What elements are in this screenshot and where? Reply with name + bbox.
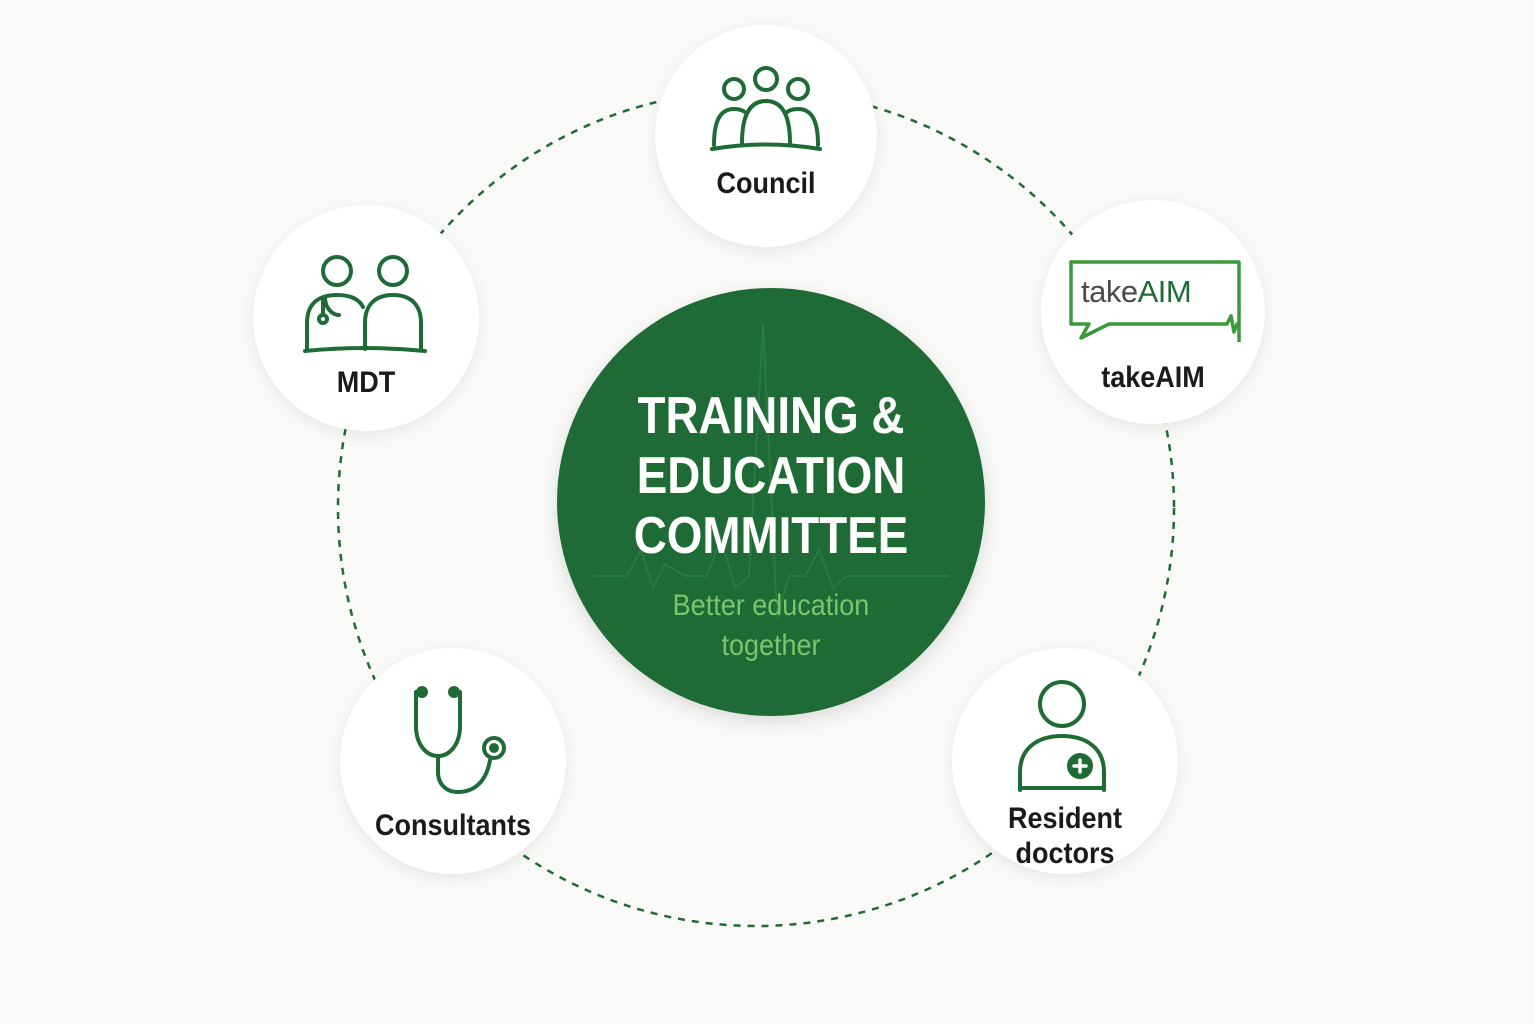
group-icon — [710, 66, 822, 151]
node-resident-doctors-label-line: doctors — [1015, 837, 1115, 870]
hub-tagline-line: together — [721, 629, 821, 662]
hub-title: TRAINING & EDUCATION COMMITTEE — [583, 386, 960, 566]
hub-title-line: TRAINING & — [637, 387, 905, 445]
takeaim-wordmark-aim: AIM — [1137, 274, 1192, 309]
node-consultants-label: Consultants — [374, 809, 532, 842]
node-resident-doctors-label: Resident doctors — [963, 801, 1166, 871]
node-council-label: Council — [716, 167, 816, 200]
hub-tagline-line: Better education — [672, 589, 870, 622]
hub-title-line: EDUCATION — [636, 447, 906, 505]
node-takeaim-label: takeAIM — [1101, 361, 1205, 394]
hub-tagline: Better education together — [578, 586, 963, 666]
takeaim-logo — [1069, 260, 1241, 342]
node-mdt-label: MDT — [336, 366, 396, 399]
node-resident-doctors-label-line: Resident — [1007, 802, 1123, 835]
node-resident-doctors: Resident doctors — [952, 648, 1178, 874]
stethoscope-icon — [414, 686, 506, 794]
node-takeaim: takeAIM takeAIM — [1041, 200, 1265, 424]
doctor-icon — [1018, 680, 1106, 792]
heartbeat-line-icon — [593, 323, 949, 619]
hub-title-line: COMMITTEE — [633, 507, 909, 565]
takeaim-wordmark-take: take — [1081, 274, 1138, 309]
team-icon — [303, 255, 427, 353]
node-consultants: Consultants — [340, 648, 566, 874]
node-council: Council — [655, 25, 877, 247]
committee-hub: TRAINING & EDUCATION COMMITTEE Better ed… — [557, 288, 985, 716]
takeaim-wordmark: takeAIM — [1081, 274, 1192, 310]
node-mdt: MDT — [253, 205, 479, 431]
